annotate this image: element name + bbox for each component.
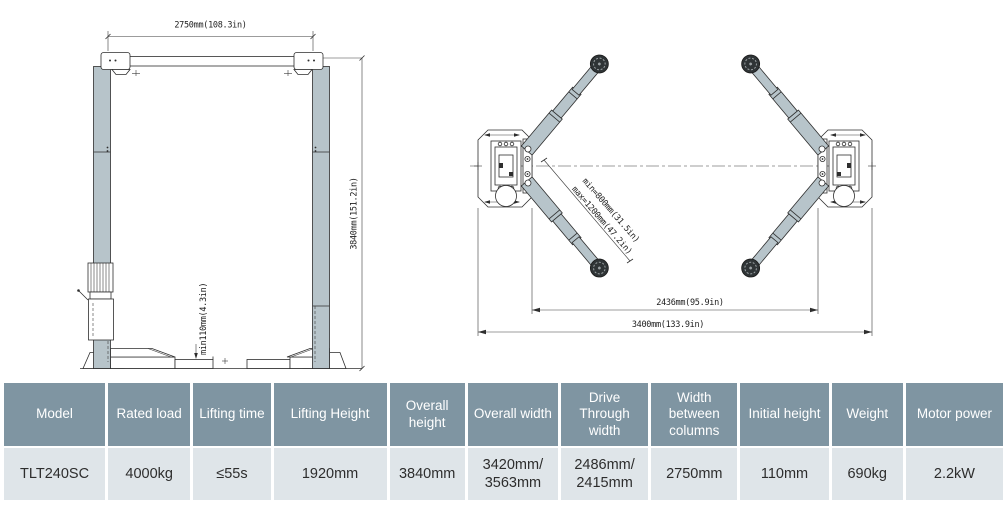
spec-cell: 3840mm <box>389 448 465 500</box>
dim-min-pad-height: min110mm(4.3in) <box>199 283 209 355</box>
dim-top-width: 2750mm(108.3in) <box>174 21 246 31</box>
top-view-diagram: 2436mm(95.9in) 3400mm(133.9in) min=800mm… <box>470 51 876 336</box>
spec-col-header: Motor power <box>905 383 1003 446</box>
spec-col-header: Width between columns <box>651 383 738 446</box>
topview-inner-width-dimension-group: 2436mm(95.9in) <box>532 298 818 313</box>
spec-col-header: Overall height <box>389 383 465 446</box>
dim-overall-height: 3840mm(151.2in) <box>350 177 360 249</box>
spec-col-header: Overall width <box>467 383 558 446</box>
spec-col-header: Rated load <box>108 383 191 446</box>
front-view-diagram: 2750mm(108.3in) 3840mm(151.2in) min110mm… <box>77 21 365 372</box>
front-height-dimension-group: 3840mm(151.2in) <box>323 55 365 372</box>
spec-cell: 110mm <box>740 448 829 500</box>
spec-cell: 4000kg <box>108 448 191 500</box>
spec-cell: 1920mm <box>273 448 387 500</box>
spec-col-header: Lifting Height <box>273 383 387 446</box>
spec-col-header: Drive Through width <box>560 383 649 446</box>
front-crossbar <box>100 52 324 76</box>
spec-cell: TLT240SC <box>4 448 106 500</box>
spec-col-header: Weight <box>831 383 903 446</box>
spec-cell: 690kg <box>831 448 903 500</box>
spec-cell: 2750mm <box>651 448 738 500</box>
spec-col-header: Lifting time <box>193 383 271 446</box>
technical-diagrams: 2750mm(108.3in) 3840mm(151.2in) min110mm… <box>77 21 1003 372</box>
front-power-unit <box>77 262 114 341</box>
front-lift-arms <box>110 348 330 369</box>
spec-cell: 3420mm/ 3563mm <box>467 448 558 500</box>
spec-cell: 2.2kW <box>905 448 1003 500</box>
spec-cell: ≤55s <box>193 448 271 500</box>
front-min-height-dimension-group: min110mm(4.3in) <box>194 283 209 359</box>
dim-overall-width: 3400mm(133.9in) <box>632 320 704 330</box>
topview-overall-width-dimension-group: 3400mm(133.9in) <box>478 320 872 335</box>
dim-inner-width: 2436mm(95.9in) <box>656 298 723 308</box>
spec-col-header: Initial height <box>740 383 829 446</box>
front-width-dimension-group: 2750mm(108.3in) <box>105 21 316 51</box>
spec-col-header: Model <box>4 383 106 446</box>
front-columns <box>93 66 330 369</box>
spec-cell: 2486mm/ 2415mm <box>560 448 649 500</box>
